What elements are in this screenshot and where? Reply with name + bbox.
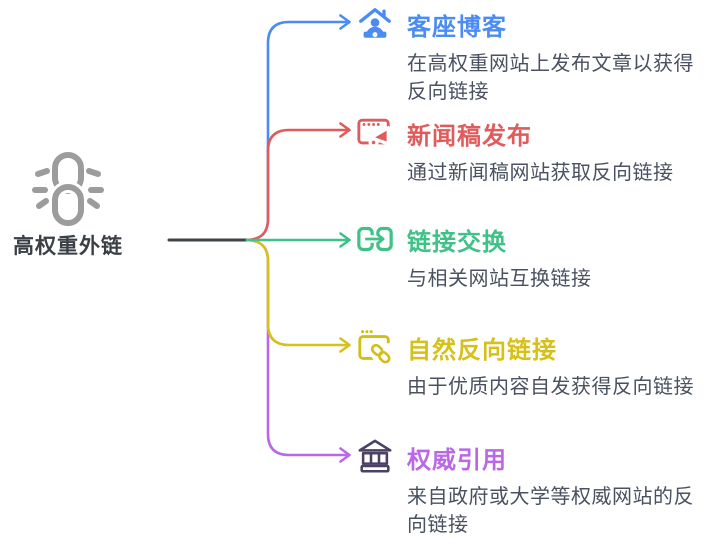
branch-description: 来自政府或大学等权威网站的反向链接 [407,486,694,536]
chain-link-icon [32,152,104,228]
root-label: 高权重外链 [13,235,123,258]
branch-node-link-exchange[interactable]: 链接交换 与相关网站互换链接 [356,219,700,293]
branch-description: 与相关网站互换链接 [407,268,592,290]
root-node[interactable]: 高权重外链 [0,150,136,260]
branch-node-guest-blog[interactable]: 客座博客 在高权重网站上发布文章以获得反向链接 [356,4,700,106]
branch-title: 新闻稿发布 [407,122,532,150]
browser-link-icon [356,328,394,366]
connector-link-exchange [245,232,351,248]
branch-node-natural-backlink[interactable]: 自然反向链接 由于优质内容自发获得反向链接 [356,327,700,401]
branch-title: 权威引用 [407,446,507,474]
branch-node-press-release[interactable]: 新闻稿发布 通过新闻稿网站获取反向链接 [356,113,700,187]
guest-blog-house-icon [356,5,394,43]
branch-description: 在高权重网站上发布文章以获得反向链接 [407,53,694,103]
press-release-icon [356,114,394,152]
branch-description: 由于优质内容自发获得反向链接 [407,376,694,398]
connector-press-release [245,122,351,242]
branch-title: 链接交换 [407,228,507,256]
branch-node-authority[interactable]: 权威引用 来自政府或大学等权威网站的反向链接 [356,437,700,539]
bank-building-icon [356,438,394,476]
branch-title: 客座博客 [407,13,507,41]
branch-title: 自然反向链接 [407,336,557,364]
branch-description: 通过新闻稿网站获取反向链接 [407,162,674,184]
connector-guest-blog [245,14,351,242]
connector-authority [245,238,351,463]
connector-natural-backlink [245,238,351,353]
link-exchange-icon [356,220,394,258]
